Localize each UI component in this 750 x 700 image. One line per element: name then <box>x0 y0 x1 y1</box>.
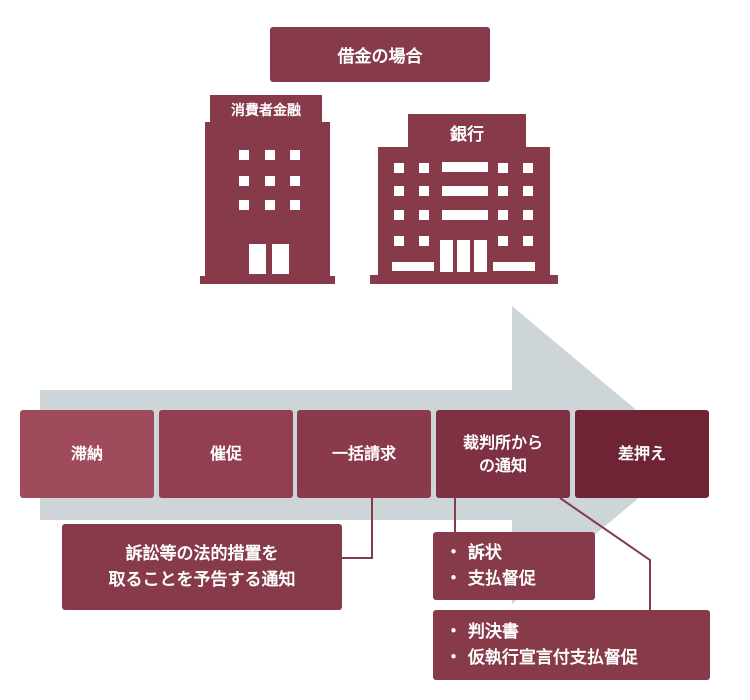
connector-line-judgment <box>559 497 651 610</box>
step-demand: 催促 <box>159 410 293 498</box>
step-delinquency: 滞納 <box>20 410 154 498</box>
bank-building-icon <box>370 114 558 284</box>
court-items-note: ・ 訴状 ・ 支払督促 <box>433 532 595 600</box>
lawsuit-notice-note: 訴訟等の法的措置を 取ることを予告する通知 <box>62 524 342 610</box>
page-title: 借金の場合 <box>270 27 490 82</box>
consumer-finance-label: 消費者金融 <box>231 103 301 119</box>
consumer-finance-building-icon <box>200 95 335 284</box>
step-court-notice: 裁判所から の通知 <box>436 410 570 498</box>
bank-label: 銀行 <box>450 125 484 145</box>
step-lump-sum-claim: 一括請求 <box>297 410 431 498</box>
judgment-items-note: ・ 判決書 ・ 仮執行宣言付支払督促 <box>433 610 710 680</box>
connector-line-lawsuit <box>342 498 373 559</box>
step-seizure: 差押え <box>575 410 709 498</box>
